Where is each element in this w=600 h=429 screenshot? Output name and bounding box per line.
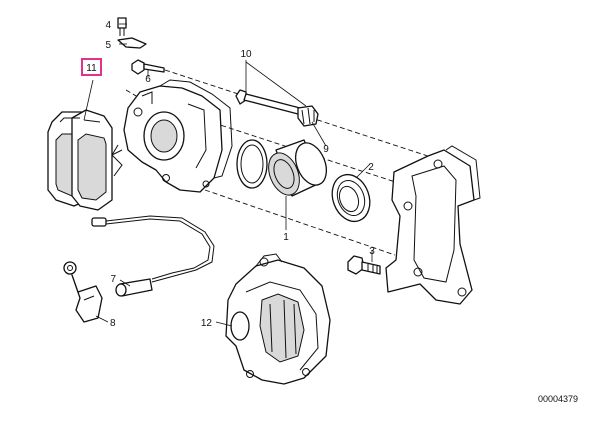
callout-9[interactable]: 9 xyxy=(323,144,329,155)
callout-5[interactable]: 5 xyxy=(105,40,111,51)
caliper-carrier[interactable] xyxy=(385,145,481,305)
callout-11-highlight-box xyxy=(81,58,102,76)
callout-10[interactable]: 10 xyxy=(240,49,252,60)
callout-8[interactable]: 8 xyxy=(110,318,116,329)
drawing-number: 00004379 xyxy=(538,394,578,404)
callout-4[interactable]: 4 xyxy=(105,20,111,31)
dust-boot[interactable] xyxy=(326,169,376,226)
piston-seal[interactable] xyxy=(236,139,268,189)
sensor-connector[interactable] xyxy=(115,278,153,297)
guide-pin-boot[interactable] xyxy=(297,105,319,127)
callout-6[interactable]: 6 xyxy=(145,74,151,85)
callout-12[interactable]: 12 xyxy=(201,318,213,329)
wear-sensor-cable[interactable] xyxy=(91,215,215,283)
guide-pin[interactable] xyxy=(235,89,301,115)
caliper-piston[interactable] xyxy=(263,138,332,199)
connector-bracket[interactable] xyxy=(63,261,103,323)
callout-7[interactable]: 7 xyxy=(110,274,116,285)
callout-3[interactable]: 3 xyxy=(369,246,375,257)
carrier-bolt[interactable] xyxy=(347,255,381,275)
callout-2[interactable]: 2 xyxy=(368,162,374,173)
callout-labels: 4 5 6 11 10 9 2 1 3 7 8 12 00004379 xyxy=(81,20,578,404)
pad-spring-clip[interactable] xyxy=(111,144,123,177)
brake-pad-set[interactable] xyxy=(47,109,113,211)
dust-cap[interactable] xyxy=(117,37,147,49)
leader-lines xyxy=(83,23,373,327)
caliper-housing[interactable] xyxy=(123,79,233,193)
bleed-screw[interactable] xyxy=(117,17,127,36)
callout-11[interactable]: 11 xyxy=(86,63,97,74)
callout-1[interactable]: 1 xyxy=(283,232,289,243)
guide-bolt[interactable] xyxy=(131,59,165,75)
assembled-caliper[interactable] xyxy=(225,253,331,385)
